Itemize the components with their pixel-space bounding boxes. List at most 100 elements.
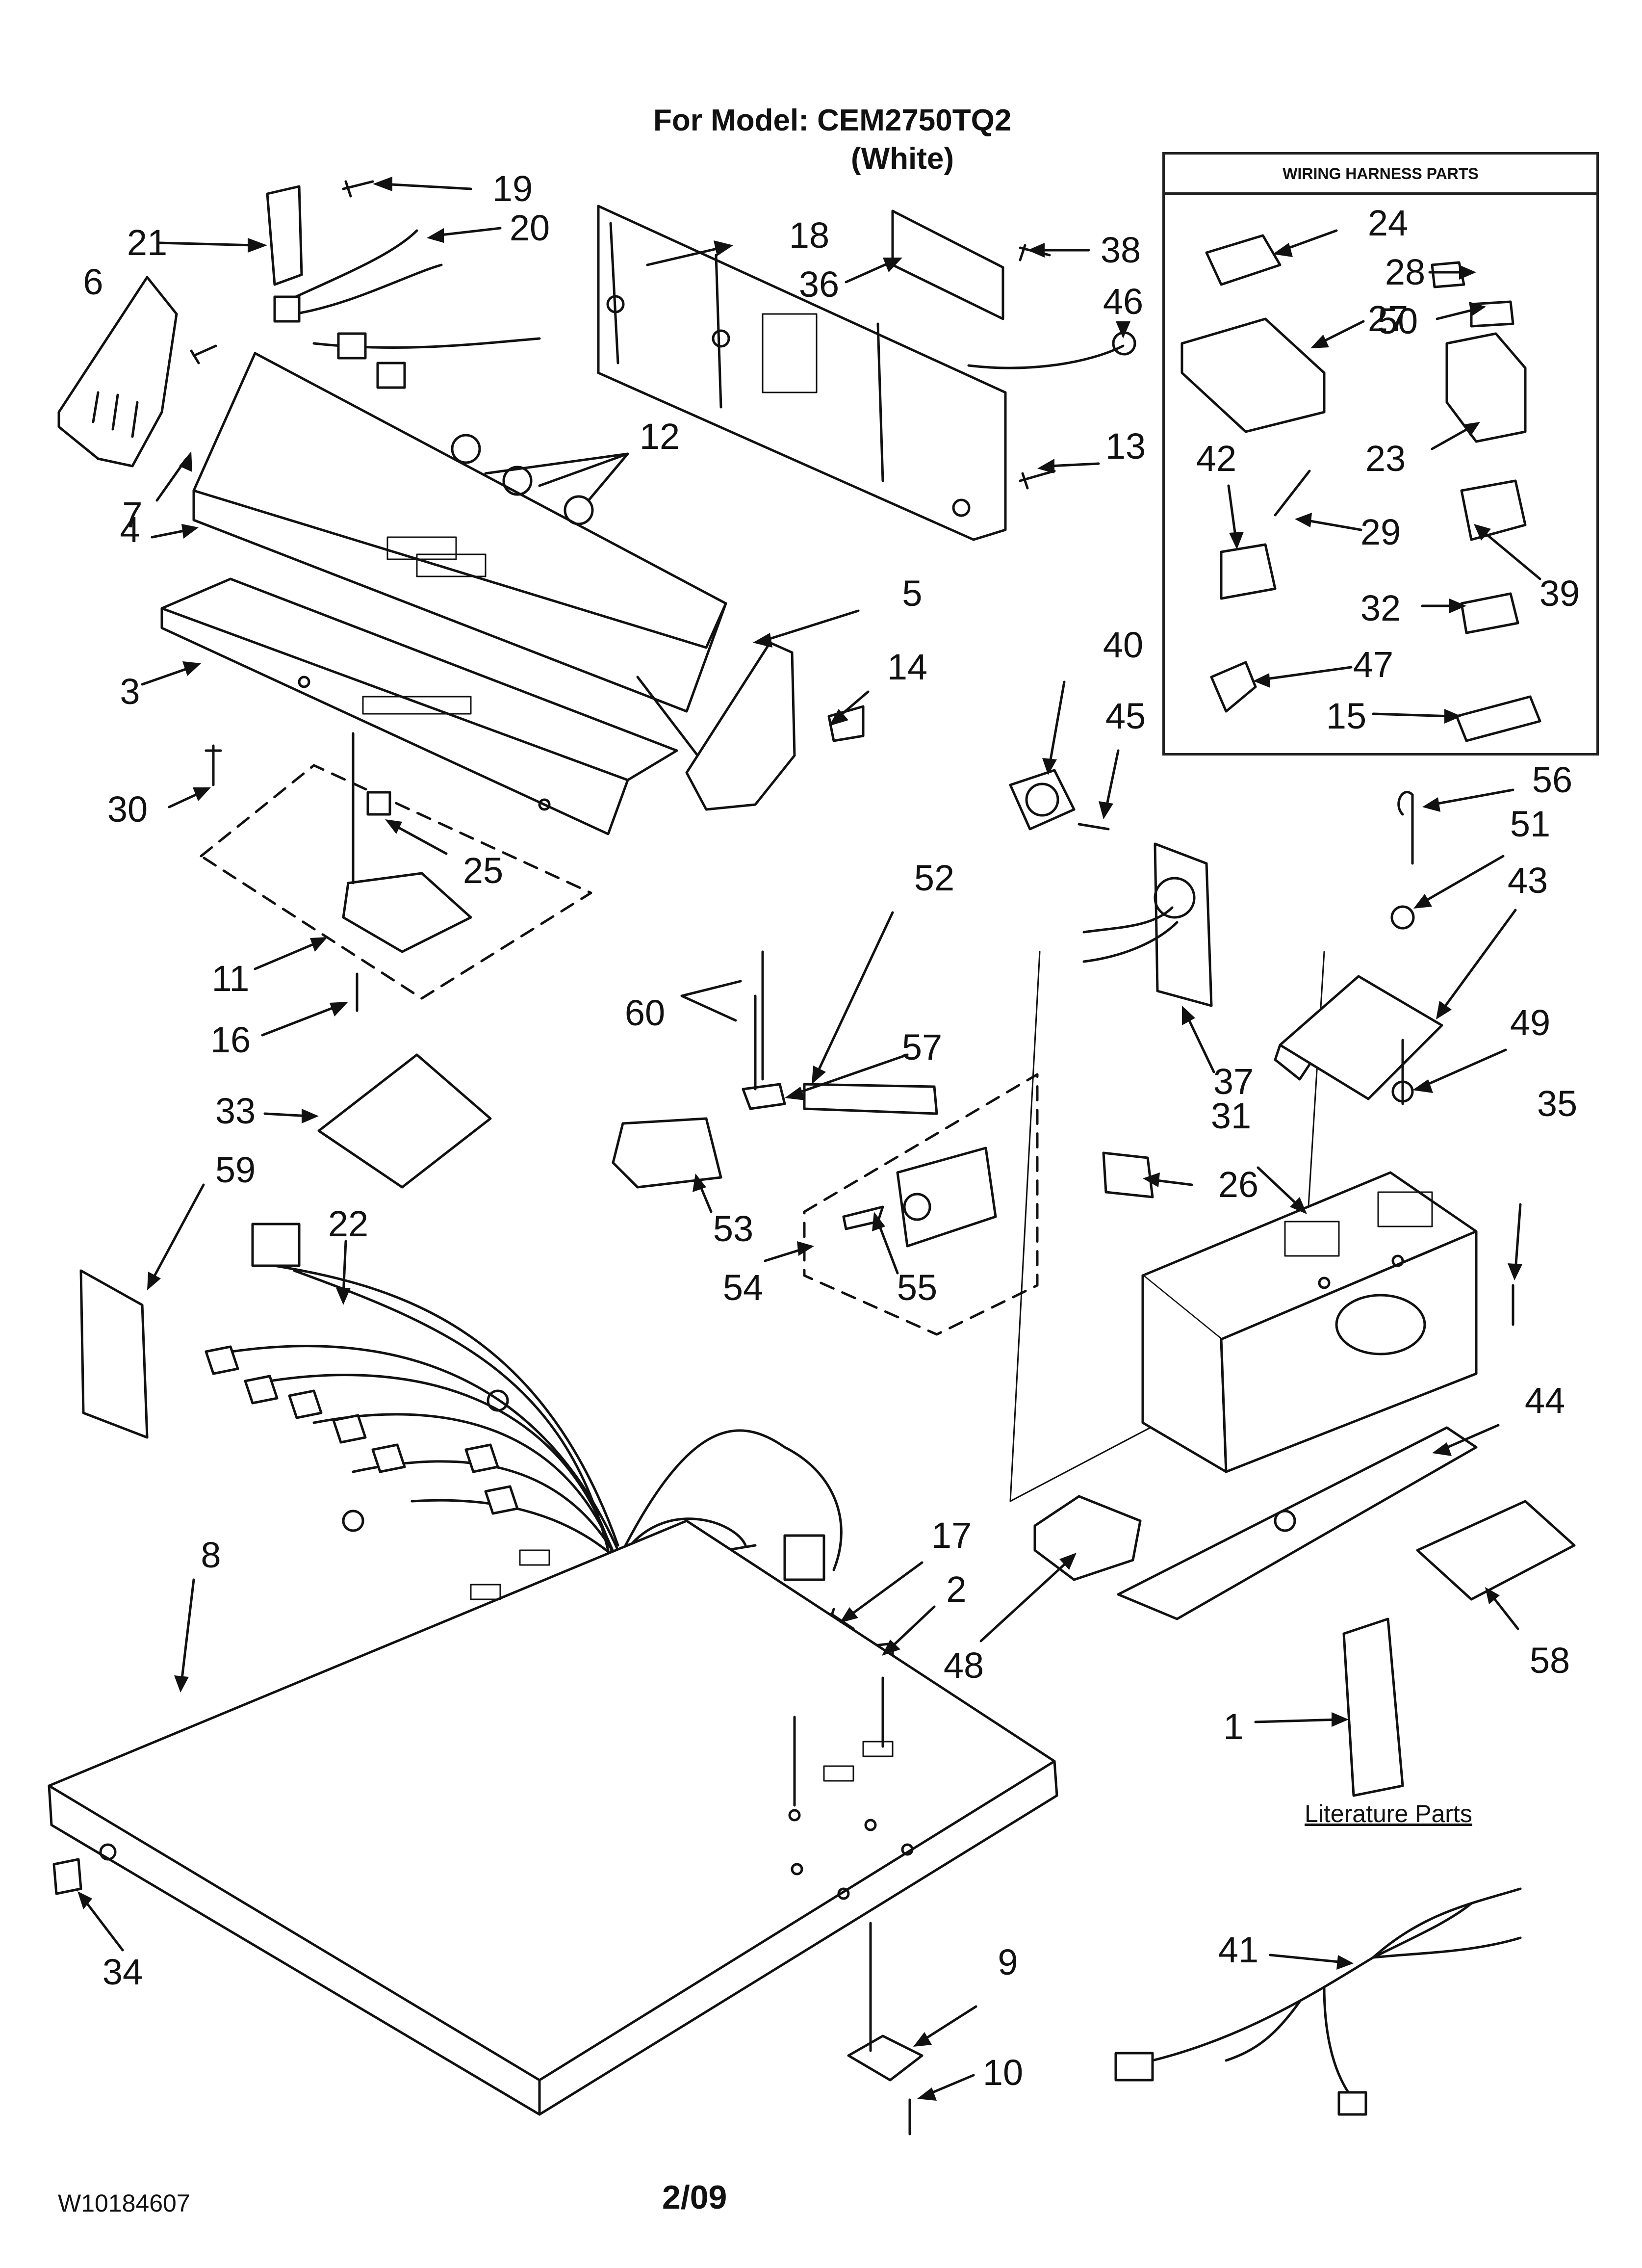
callout-38: 38: [1100, 230, 1141, 270]
callout-22: 22: [328, 1203, 369, 1244]
callout-26: 26: [1218, 1164, 1259, 1205]
plate-hole: [1274, 1510, 1296, 1532]
callout-16: 16: [210, 1019, 251, 1060]
callout-58: 58: [1529, 1640, 1570, 1681]
callout-30: 30: [107, 789, 148, 830]
pulley-hub: [1025, 782, 1059, 817]
callout-11: 11: [211, 958, 250, 999]
callout-9: 9: [998, 1942, 1018, 1982]
callout-44: 44: [1524, 1380, 1565, 1421]
knob-b: [502, 466, 533, 496]
callout-34: 34: [102, 1952, 143, 1992]
document-number: W10184607: [58, 2190, 190, 2217]
model-title: For Model: CEM2750TQ2: [653, 104, 1012, 137]
callout-59: 59: [215, 1149, 256, 1190]
callout-2: 2: [946, 1569, 967, 1610]
plate-33: [317, 1053, 492, 1189]
callout-53: 53: [713, 1208, 754, 1249]
callout-10: 10: [982, 2052, 1024, 2093]
callout-37: 37: [1213, 1061, 1254, 1102]
literature-parts-label: Literature Parts: [1305, 1800, 1472, 1827]
end-cap-left: [57, 276, 178, 468]
callout-1: 1: [1223, 1706, 1244, 1747]
pulley-40: [1009, 769, 1076, 831]
console-board: [891, 209, 1004, 320]
callout-55: 55: [897, 1267, 938, 1308]
callout-19: 19: [492, 168, 533, 209]
callout-39: 39: [1539, 573, 1580, 614]
callout-29: 29: [1360, 512, 1401, 552]
key-56: [1397, 791, 1414, 865]
callout-13: 13: [1105, 426, 1146, 467]
switch-block-b: [337, 332, 367, 360]
callout-23: 23: [1365, 438, 1406, 479]
callout-20: 20: [509, 208, 550, 248]
callout-3: 3: [120, 671, 140, 712]
console-back-panel: [597, 205, 1007, 541]
callout-21: 21: [127, 222, 168, 263]
callout-56: 56: [1532, 759, 1573, 800]
lock-solenoid-54: [896, 1147, 997, 1248]
wiring-harness-parts-box: WIRING HARNESS PARTS: [1162, 152, 1599, 756]
callout-4: 4: [120, 509, 140, 550]
bracket-37: [1154, 842, 1213, 1007]
callout-6: 6: [83, 261, 103, 302]
callout-45: 45: [1105, 696, 1146, 736]
callout-41: 41: [1218, 1929, 1259, 1970]
callout-28: 28: [1385, 252, 1426, 292]
nut-49: [1391, 1080, 1414, 1103]
callout-52: 52: [914, 858, 955, 898]
callout-7: 7: [122, 495, 143, 535]
literature-card: [1342, 1617, 1404, 1797]
screw-30: [205, 744, 222, 786]
leader-arrows: [77, 177, 1541, 2101]
switch-block-a: [273, 295, 301, 323]
callout-49: 49: [1510, 1002, 1551, 1043]
screw-13: [1019, 469, 1056, 490]
foot-34: [52, 1858, 82, 1895]
bracket-43: [1279, 975, 1443, 1100]
model-color: (White): [851, 142, 954, 176]
knob-a: [451, 434, 481, 464]
wiring-harness-heading: WIRING HARNESS PARTS: [1165, 155, 1596, 195]
cup-48: [1033, 1495, 1142, 1581]
callout-12: 12: [639, 416, 680, 457]
callout-50: 50: [1377, 301, 1418, 341]
cabinet-31: [1141, 1171, 1478, 1473]
solenoid-plunger: [903, 1193, 931, 1221]
callout-27: 27: [1367, 298, 1409, 339]
callout-40: 40: [1103, 625, 1144, 665]
ground-wire: [967, 344, 1125, 369]
pad-57: [742, 1083, 786, 1110]
callout-47: 47: [1353, 644, 1394, 685]
knob-c: [564, 495, 594, 525]
control-board-11: [342, 872, 472, 953]
motor-leads: [1082, 906, 1179, 963]
callout-18: 18: [789, 215, 830, 256]
screw-19: [342, 180, 374, 198]
cover-58: [1416, 1500, 1576, 1601]
callout-43: 43: [1507, 860, 1548, 901]
callout-48: 48: [943, 1645, 984, 1686]
console: [192, 352, 727, 762]
end-cap-ribs: [92, 391, 139, 438]
console-base: [160, 577, 678, 835]
bracket-9: [847, 2034, 924, 2082]
thumb-knob-51: [1390, 905, 1415, 930]
switch-block-c: [376, 362, 406, 389]
callout-46: 46: [1103, 281, 1144, 322]
switch-harness-20: [278, 229, 443, 315]
callout-60: 60: [624, 992, 666, 1033]
callout-17: 17: [931, 1515, 972, 1556]
callout-25: 25: [462, 850, 504, 891]
dryer-top: [48, 1519, 1058, 2116]
bracket-43-tab: [1274, 1043, 1311, 1081]
callout-5: 5: [902, 573, 923, 614]
callout-31: 31: [1210, 1095, 1252, 1136]
callout-57: 57: [901, 1027, 943, 1068]
rod-52: [803, 1083, 938, 1115]
screw-7: [190, 344, 217, 365]
revision-date: 2/09: [662, 2179, 727, 2216]
